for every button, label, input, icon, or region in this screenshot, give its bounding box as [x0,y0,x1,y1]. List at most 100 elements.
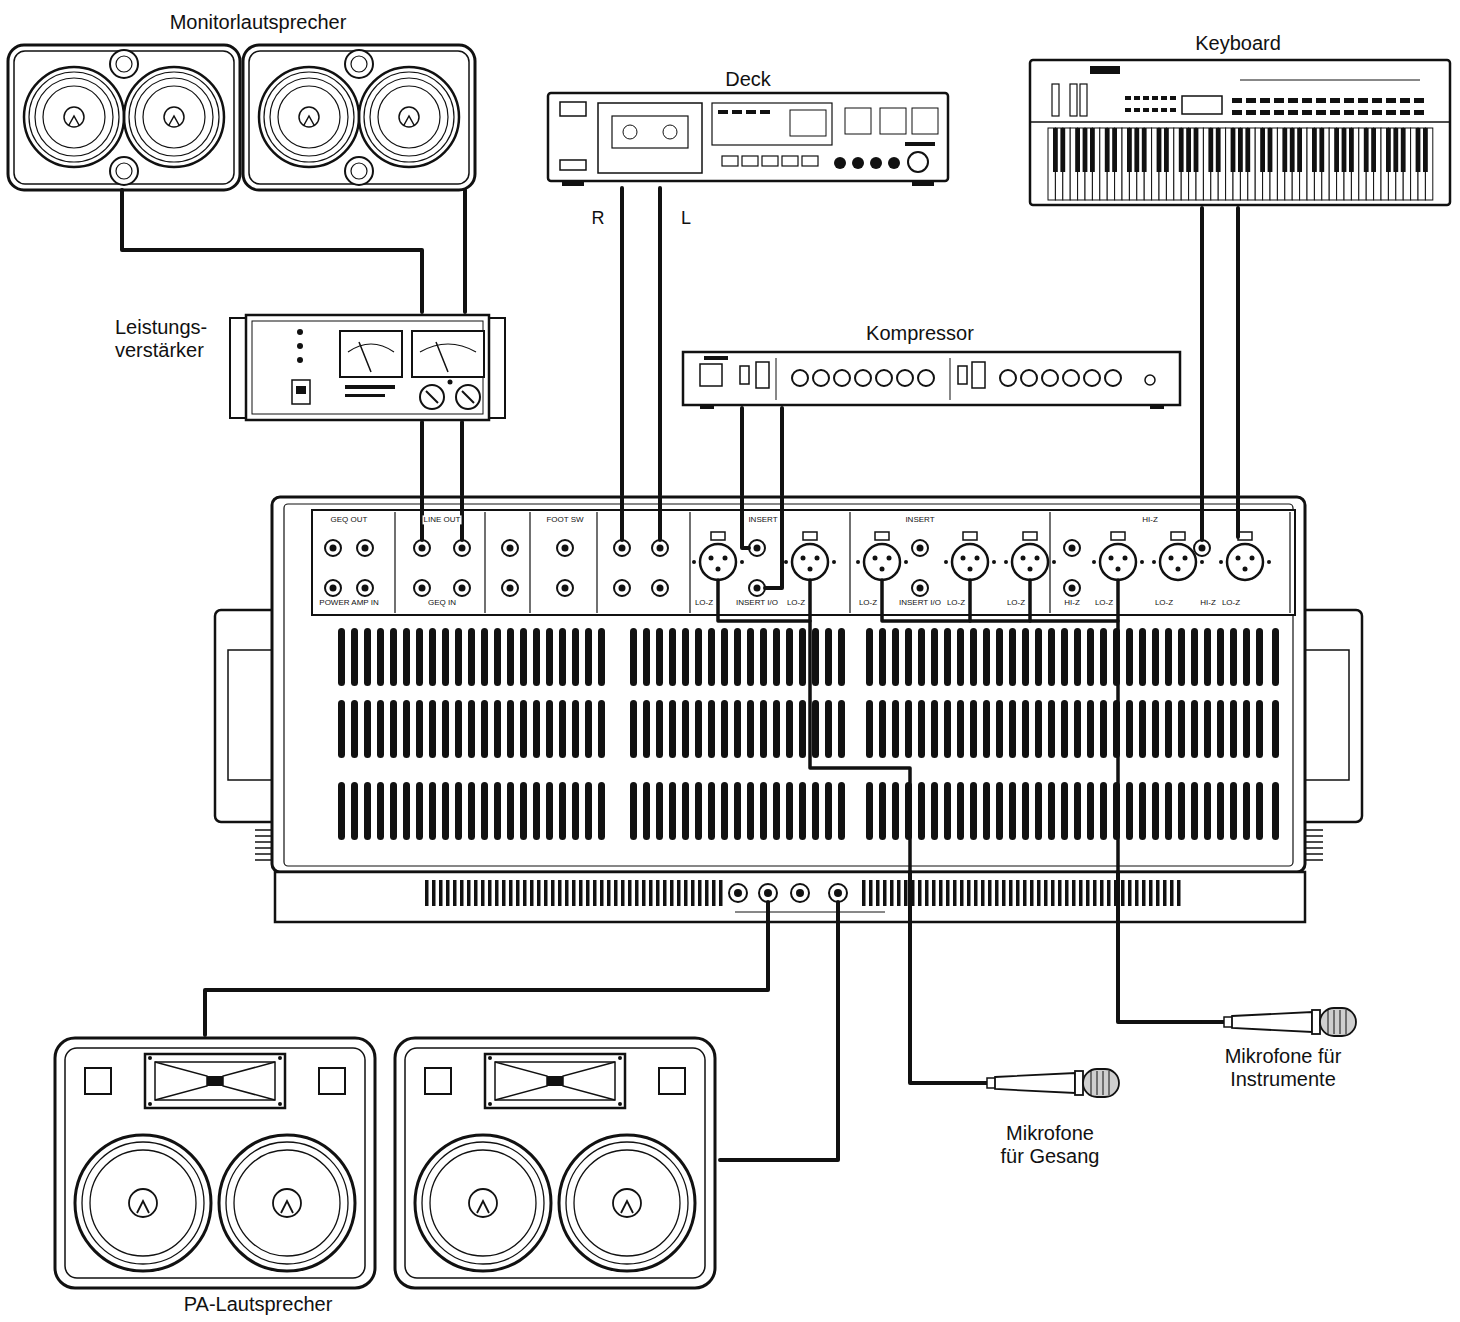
front-vent [904,880,908,906]
jack-socket [619,545,626,552]
phone-jack [454,580,470,596]
jack-socket [419,585,426,592]
microphone-cable [968,580,972,621]
vent-slot [351,782,358,840]
mount-screw [692,560,696,564]
control-knob [870,157,882,169]
speaker-cone [43,86,105,148]
vent-slot [931,628,938,686]
xlr-latch [1171,532,1185,540]
vent-slot [799,700,806,758]
vent-slot [1178,628,1185,686]
vent-slot [1165,782,1172,840]
xlr-pin [723,556,728,561]
phone-jack [652,540,668,556]
vent-slot [338,782,345,840]
power-amplifier-unit [230,315,505,420]
front-vent [862,880,866,906]
black-key [1260,128,1265,172]
vent-slot [468,700,475,758]
handle-recess [425,1068,451,1094]
xlr-pin [880,567,885,572]
vent-slot [944,700,951,758]
black-key [1334,128,1339,172]
vent-slot [1256,782,1263,840]
dust-cap-mark [281,1201,293,1213]
dust-cap [299,107,319,127]
front-vent [432,880,436,906]
phone-jack [325,540,341,556]
monitor-speaker [243,45,475,190]
vent-slot [734,782,741,840]
mount-screw [1219,560,1223,564]
microphone-cable [882,580,1118,621]
vent-slot [533,700,540,758]
front-vent [593,880,597,906]
front-vent [705,880,709,906]
horn-screw [488,1056,492,1060]
vent-slot [944,782,951,840]
vent-slot [1165,628,1172,686]
vent-slot [1009,628,1016,686]
vent-slot [773,782,780,840]
xlr-pin [1021,556,1026,561]
vent-slot [1139,700,1146,758]
jack-socket [459,585,466,592]
front-vent [607,880,611,906]
power-switch-rocker [296,386,306,394]
rack-ear [489,318,505,418]
vent-slot [1178,782,1185,840]
handle-grip [228,650,277,780]
vent-slot [1074,782,1081,840]
eject-button [560,160,586,170]
microphone [985,1069,1119,1097]
vent-slot [1100,628,1107,686]
microphone-cable [810,580,910,872]
panel-label: LO-Z [1221,598,1241,607]
cable [740,408,744,495]
panel-button [1316,98,1326,103]
xlr-latch [963,532,977,540]
phone-jack [1064,540,1080,556]
panel-label: HI-Z [1141,515,1159,524]
vent-slot [1048,628,1055,686]
plug-cable [908,872,912,921]
black-key [1060,128,1065,172]
vent-slot [507,782,514,840]
front-vent [621,880,625,906]
counter-window [790,110,826,136]
transport-button [742,156,758,166]
vent-slot [892,628,899,686]
panel-button [1316,110,1326,115]
mount-screw [1200,560,1204,564]
control-knob [1063,370,1079,386]
front-vent [1051,880,1055,906]
vent-slot [416,782,423,840]
panel-button [1161,96,1167,100]
panel-divider [529,512,530,613]
vent-slot [812,782,819,840]
vent-slot [1022,628,1029,686]
horn-flare [155,1062,275,1100]
panel-button [1386,110,1396,115]
vent-slot [598,628,605,686]
panel-button [1344,110,1354,115]
vent-slot [630,628,637,686]
front-vent [1016,880,1020,906]
control-knob [813,370,829,386]
panel-button [1246,98,1256,103]
speaker-cabinet [243,45,475,190]
panel-button [1400,98,1410,103]
unit-foot [1150,405,1164,409]
jack-socket [657,545,664,552]
keyboard-body [1030,60,1450,205]
gain-knob [456,385,480,409]
cable [1200,208,1204,495]
speaker-cabinet [8,45,240,190]
vent-slot [520,628,527,686]
vent-slot [338,700,345,758]
pa-baffle [65,1048,365,1278]
vent-slot [390,782,397,840]
